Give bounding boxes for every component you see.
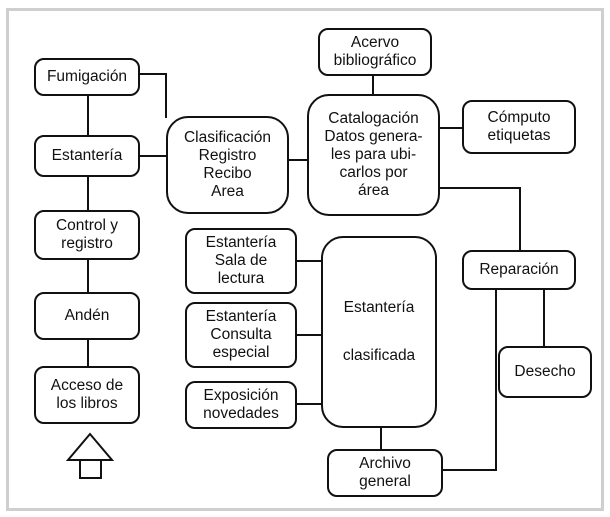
node-label: Estantería <box>51 147 123 164</box>
node-archivo-general: Archivo general <box>327 449 443 497</box>
node-label: área <box>357 182 390 199</box>
node-label: Acceso de <box>50 377 124 394</box>
node-estanteria-sala: Estantería Sala de lectura <box>185 228 297 294</box>
node-clasificacion: Clasificación Registro Recibo Area <box>166 116 289 214</box>
node-label: registro <box>61 235 113 252</box>
node-label: Datos genera- <box>324 128 423 145</box>
node-label: Clasificación <box>183 129 271 146</box>
node-label: Estantería <box>343 299 415 316</box>
node-reparacion: Reparación <box>462 250 576 290</box>
node-label: Registro <box>198 147 257 164</box>
node-acervo: Acervo bibliográfico <box>318 28 432 76</box>
node-fumigacion: Fumigación <box>34 58 140 96</box>
node-label: Exposición <box>203 387 279 404</box>
node-label: Andén <box>64 307 110 324</box>
node-label: les para ubi- <box>330 146 417 163</box>
node-anden: Andén <box>34 292 140 340</box>
node-estanteria-consulta: Estantería Consulta especial <box>185 302 297 368</box>
node-label: Desecho <box>514 363 576 380</box>
node-exposicion: Exposición novedades <box>185 381 297 429</box>
node-label: Area <box>211 183 244 200</box>
node-label: Control y <box>55 217 119 234</box>
node-estanteria: Estantería <box>34 135 140 177</box>
node-label: Fumigación <box>46 68 128 85</box>
node-catalogacion: Catalogación Datos genera- les para ubi-… <box>307 94 440 216</box>
node-label: Archivo <box>359 455 411 472</box>
node-label: clasificada <box>342 347 416 364</box>
node-label: Consulta <box>210 326 272 343</box>
node-label: Recibo <box>203 165 252 182</box>
node-label: etiquetas <box>487 127 551 144</box>
node-label: general <box>359 473 411 490</box>
node-label: Acervo <box>350 34 400 51</box>
node-estanteria-clasificada: Estantería clasificada <box>321 236 437 428</box>
node-label: bibliográfico <box>333 52 417 69</box>
up-arrow-house-icon <box>65 432 115 461</box>
node-label: Estantería <box>205 308 277 325</box>
node-label: Catalogación <box>328 110 419 127</box>
node-desecho: Desecho <box>498 346 592 398</box>
node-control-registro: Control y registro <box>34 210 140 260</box>
node-label: Cómputo <box>487 109 551 126</box>
node-label: Reparación <box>479 261 559 278</box>
node-label: Sala de <box>214 252 268 269</box>
node-acceso-libros: Acceso de los libros <box>34 366 140 424</box>
node-label: novedades <box>203 405 279 422</box>
reparacion-archivo-link <box>443 290 497 471</box>
node-label: carlos por <box>339 164 408 181</box>
node-label: los libros <box>56 395 118 412</box>
node-label: Estantería <box>205 234 277 251</box>
node-label: lectura <box>217 270 265 287</box>
node-label: especial <box>212 344 270 361</box>
reparacion-link <box>440 187 521 250</box>
node-computo: Cómputo etiquetas <box>462 100 576 154</box>
fumigacion-link <box>140 73 167 118</box>
